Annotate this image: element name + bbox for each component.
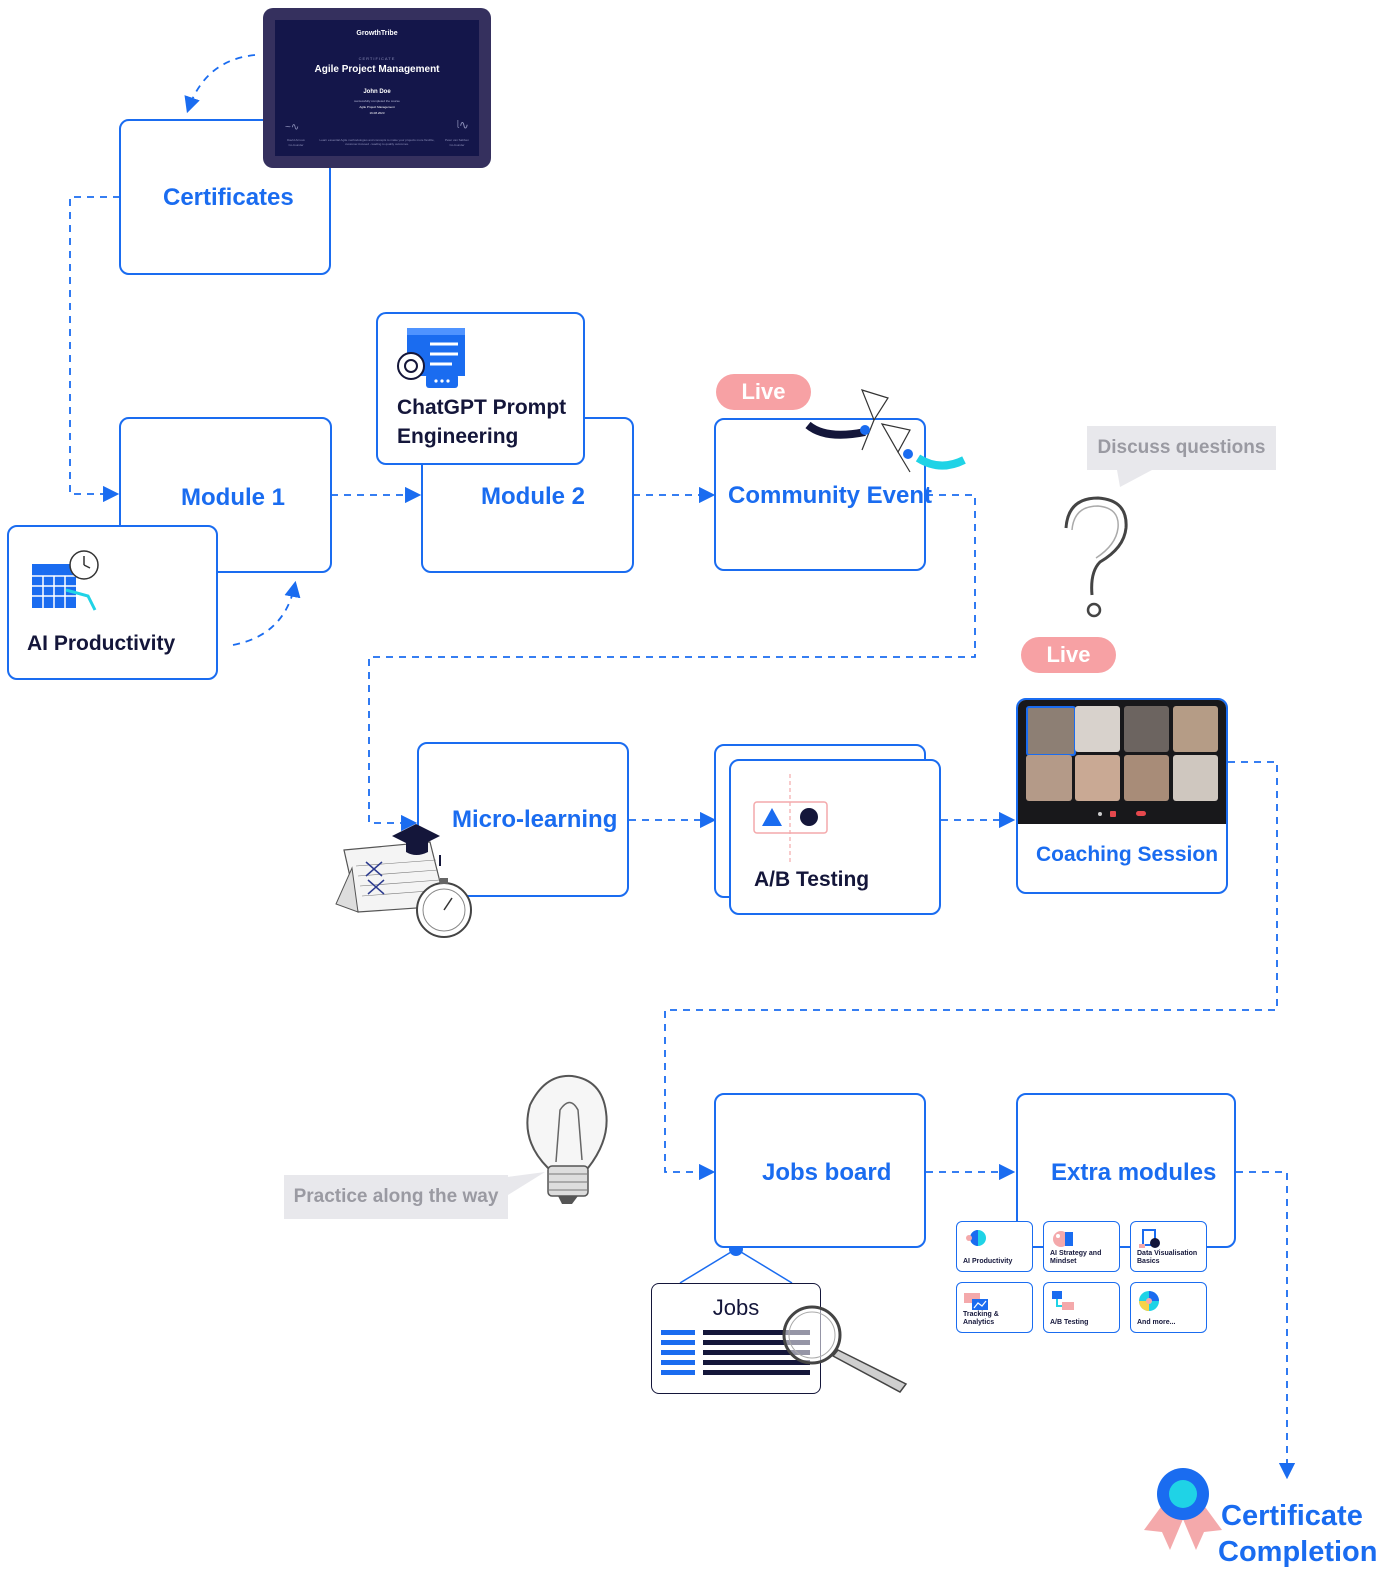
community-event-node[interactable] [714, 418, 926, 571]
certificate-preview: GrowthTribe CERTIFICATE Agile Project Ma… [263, 8, 491, 168]
extra-module-tile[interactable]: Data Visualisation Basics [1130, 1221, 1207, 1272]
live-badge-coaching: Live [1021, 637, 1116, 673]
certificate-right-role: Co-founder [449, 143, 465, 147]
certificate-course-small: Agile Project Management [359, 105, 395, 109]
certificate-brand: GrowthTribe [356, 30, 398, 37]
certificate-recipient: John Doe [363, 89, 391, 95]
coaching-session-label: Coaching Session [1036, 843, 1219, 866]
mic-button[interactable] [1098, 812, 1102, 816]
tile-label: Tracking & Analytics [963, 1311, 999, 1326]
signature-right-icon: ᶩ∿ [457, 118, 469, 132]
micro-learning-node[interactable] [417, 742, 629, 897]
certificate-description: Learn essential Agile methodologies and … [319, 138, 435, 146]
micro-learning-label: Micro-learning [452, 806, 618, 833]
certificate-right-signer: Peter van Sabben [444, 138, 470, 142]
module-2-label: Module 2 [481, 483, 586, 510]
end-call-button[interactable] [1136, 811, 1146, 816]
video-participant [1075, 706, 1120, 752]
certificate-left-role: Co-founder [288, 143, 304, 147]
module-1-label: Module 1 [181, 484, 286, 511]
live-badge-community: Live [716, 374, 811, 410]
extra-modules-label: Extra modules [1051, 1159, 1217, 1186]
certificate-left-signer: David Arnoux [287, 138, 305, 142]
jobs-board-label: Jobs board [762, 1159, 892, 1186]
analytics-icon [964, 1293, 988, 1310]
chatgpt-label-line2: Engineering [397, 425, 519, 448]
strategy-icon [1053, 1231, 1073, 1247]
ab-testing-node[interactable] [729, 759, 941, 915]
video-participant [1124, 706, 1169, 752]
certificate-completion-line1: Certificate [1221, 1500, 1363, 1532]
certificate-course-title: Agile Project Management [314, 64, 440, 75]
video-participant [1173, 706, 1218, 752]
extra-module-tile[interactable]: And more... [1130, 1282, 1207, 1333]
extra-module-tile[interactable]: AI Productivity [956, 1221, 1033, 1272]
certificate-date: 16.08.2023 [369, 111, 385, 115]
tile-label: And more... [1137, 1319, 1176, 1326]
signature-left-icon: ~∿ [285, 122, 300, 133]
ab-testing-label: A/B Testing [754, 868, 870, 891]
chatgpt-label-line1: ChatGPT Prompt [397, 396, 567, 419]
discuss-questions-bubble: Discuss questions [1087, 426, 1276, 470]
camera-button[interactable] [1110, 811, 1116, 817]
brain-icon [966, 1230, 986, 1246]
tile-label: Data Visualisation Basics [1137, 1250, 1198, 1265]
extra-module-tile[interactable]: A/B Testing [1043, 1282, 1120, 1333]
video-call-grid [1018, 700, 1226, 824]
chart-icon [1139, 1229, 1160, 1248]
ab-icon [1052, 1291, 1074, 1310]
more-icon [1139, 1291, 1159, 1311]
certificate-completion-line2: Completion [1218, 1536, 1378, 1568]
practice-bubble: Practice along the way [284, 1175, 508, 1219]
extra-module-tile[interactable]: Tracking & Analytics [956, 1282, 1033, 1333]
certificates-label: Certificates [163, 184, 294, 211]
tile-label: AI Productivity [963, 1258, 1013, 1265]
video-participant [1026, 755, 1072, 801]
ai-productivity-label: AI Productivity [27, 632, 176, 655]
jobs-board-node[interactable] [714, 1093, 926, 1248]
extra-module-tile[interactable]: AI Strategy and Mindset [1043, 1221, 1120, 1272]
video-participant [1124, 755, 1169, 801]
tile-label: A/B Testing [1050, 1319, 1089, 1326]
video-participant [1075, 755, 1120, 801]
certificate-completed-line: successfully completed the course [354, 99, 400, 103]
certificate-kicker: CERTIFICATE [358, 56, 396, 61]
video-participant [1173, 755, 1218, 801]
jobs-card-title: Jobs [712, 1295, 760, 1320]
tile-label: AI Strategy and Mindset [1050, 1250, 1102, 1265]
community-event-label: Community Event [728, 482, 933, 509]
